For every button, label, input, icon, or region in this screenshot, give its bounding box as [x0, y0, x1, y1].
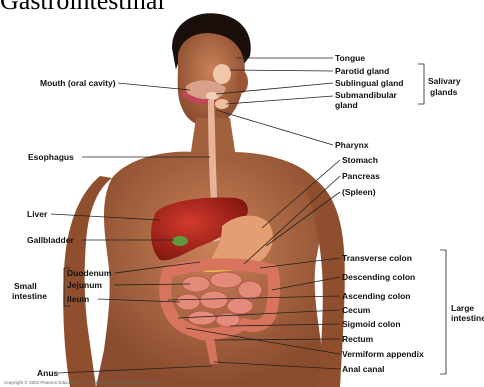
label-submandibular-gland: gland: [335, 100, 358, 110]
label-anus: Anus: [37, 368, 59, 378]
label-esophagus: Esophagus: [28, 152, 74, 162]
ear-shape: [236, 71, 248, 93]
label-sigmoid-colon: Sigmoid colon: [342, 319, 401, 329]
label-large: Large: [451, 303, 474, 313]
label-mouth: Mouth (oral cavity): [40, 78, 116, 88]
gallbladder-shape: [172, 236, 188, 246]
label-ileum: Ileum: [67, 294, 90, 304]
label-large-intestine: intestine: [451, 313, 484, 323]
label-small: Small: [14, 281, 37, 291]
copyright-notice: Copyright © 2004 Pearson Education, Inc.…: [4, 380, 160, 385]
label-jejunum: Jejunum: [67, 280, 102, 290]
label-transverse-colon: Transverse colon: [342, 253, 412, 263]
label-spleen: (Spleen): [342, 187, 376, 197]
label-vermiform-appendix: Vermiform appendix: [342, 349, 424, 359]
label-descending-colon: Descending colon: [342, 272, 415, 282]
label-ascending-colon: Ascending colon: [342, 291, 410, 301]
salivary-bracket: [418, 64, 424, 104]
label-gallbladder: Gallbladder: [27, 235, 74, 245]
label-submandibular: Submandibular: [335, 90, 398, 100]
label-cecum: Cecum: [342, 305, 371, 315]
right-labels: Tongue Parotid gland Sublingual gland Su…: [335, 53, 424, 374]
label-salivary: Salivary: [428, 76, 461, 86]
label-tongue: Tongue: [335, 53, 365, 63]
label-stomach: Stomach: [342, 155, 378, 165]
label-liver: Liver: [27, 209, 48, 219]
label-rectum: Rectum: [342, 334, 374, 344]
label-pharynx: Pharynx: [335, 140, 369, 150]
label-parotid-gland: Parotid gland: [335, 66, 389, 76]
label-anal-canal: Anal canal: [342, 364, 385, 374]
parotid-gland-shape: [213, 64, 231, 84]
large-intestine-bracket: [440, 250, 446, 374]
label-small-intestine: intestine: [12, 291, 47, 301]
label-salivary-glands: glands: [430, 87, 458, 97]
label-duodenum: Duodenum: [67, 268, 112, 278]
label-sublingual-gland: Sublingual gland: [335, 78, 403, 88]
sublingual-gland-shape: [206, 92, 218, 100]
label-pancreas: Pancreas: [342, 171, 380, 181]
